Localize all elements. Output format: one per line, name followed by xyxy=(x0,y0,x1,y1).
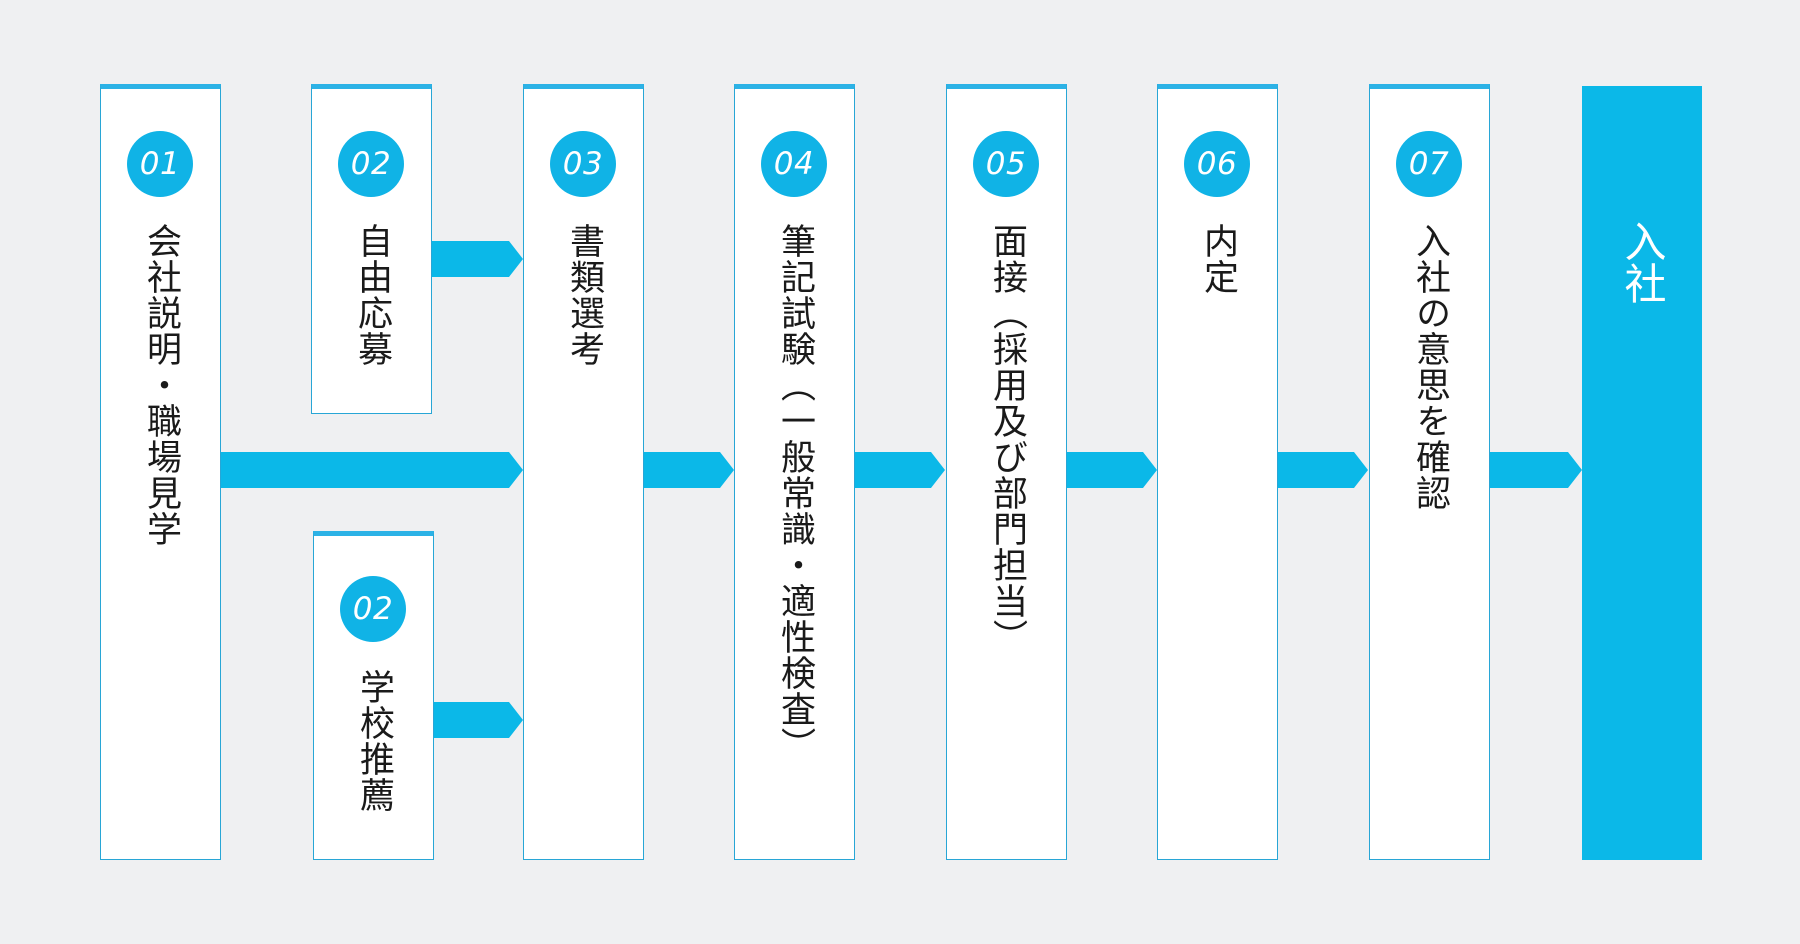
step-label: 入社の意思を確認 xyxy=(1410,223,1450,511)
step-label: 自由応募 xyxy=(352,223,392,367)
arrow-written-test-to-interview xyxy=(854,452,945,488)
step-card-07: 07 入社の意思を確認 xyxy=(1369,84,1490,860)
arrow-school-recommendation-to-screening xyxy=(433,702,523,738)
step-card-02-free-application: 02 自由応募 xyxy=(311,84,432,414)
step-label: 内定 xyxy=(1198,223,1238,295)
step-number-badge: 07 xyxy=(1396,131,1462,197)
arrow-free-application-to-screening xyxy=(431,241,523,277)
step-number-badge: 02 xyxy=(340,576,406,642)
step-label: 筆記試験︵一般常識・適性検査︶ xyxy=(775,223,815,763)
step-number-badge: 02 xyxy=(338,131,404,197)
step-label: 面接︵採用及び部門担当︶ xyxy=(987,223,1027,655)
final-step-label: 入社 xyxy=(1618,220,1667,304)
step-card-06: 06 内定 xyxy=(1157,84,1278,860)
step-label: 書類選考 xyxy=(564,223,604,367)
arrow-screening-to-written-test xyxy=(643,452,734,488)
step-card-05: 05 面接︵採用及び部門担当︶ xyxy=(946,84,1067,860)
step-card-02-school-recommendation: 02 学校推薦 xyxy=(313,531,434,860)
arrow-interview-to-offer xyxy=(1066,452,1157,488)
arrow-info-session-to-screening xyxy=(220,452,523,488)
step-number-badge: 06 xyxy=(1184,131,1250,197)
step-card-01: 01 会社説明・職場見学 xyxy=(100,84,221,860)
step-label: 会社説明・職場見学 xyxy=(141,223,181,547)
step-label: 学校推薦 xyxy=(354,669,394,813)
step-number-badge: 04 xyxy=(761,131,827,197)
arrow-confirmation-to-joining xyxy=(1489,452,1582,488)
final-step-card: 入社 xyxy=(1582,86,1702,860)
step-card-03: 03 書類選考 xyxy=(523,84,644,860)
step-number-badge: 05 xyxy=(973,131,1039,197)
step-card-04: 04 筆記試験︵一般常識・適性検査︶ xyxy=(734,84,855,860)
step-number-badge: 03 xyxy=(550,131,616,197)
step-number-badge: 01 xyxy=(127,131,193,197)
arrow-offer-to-confirmation xyxy=(1277,452,1368,488)
